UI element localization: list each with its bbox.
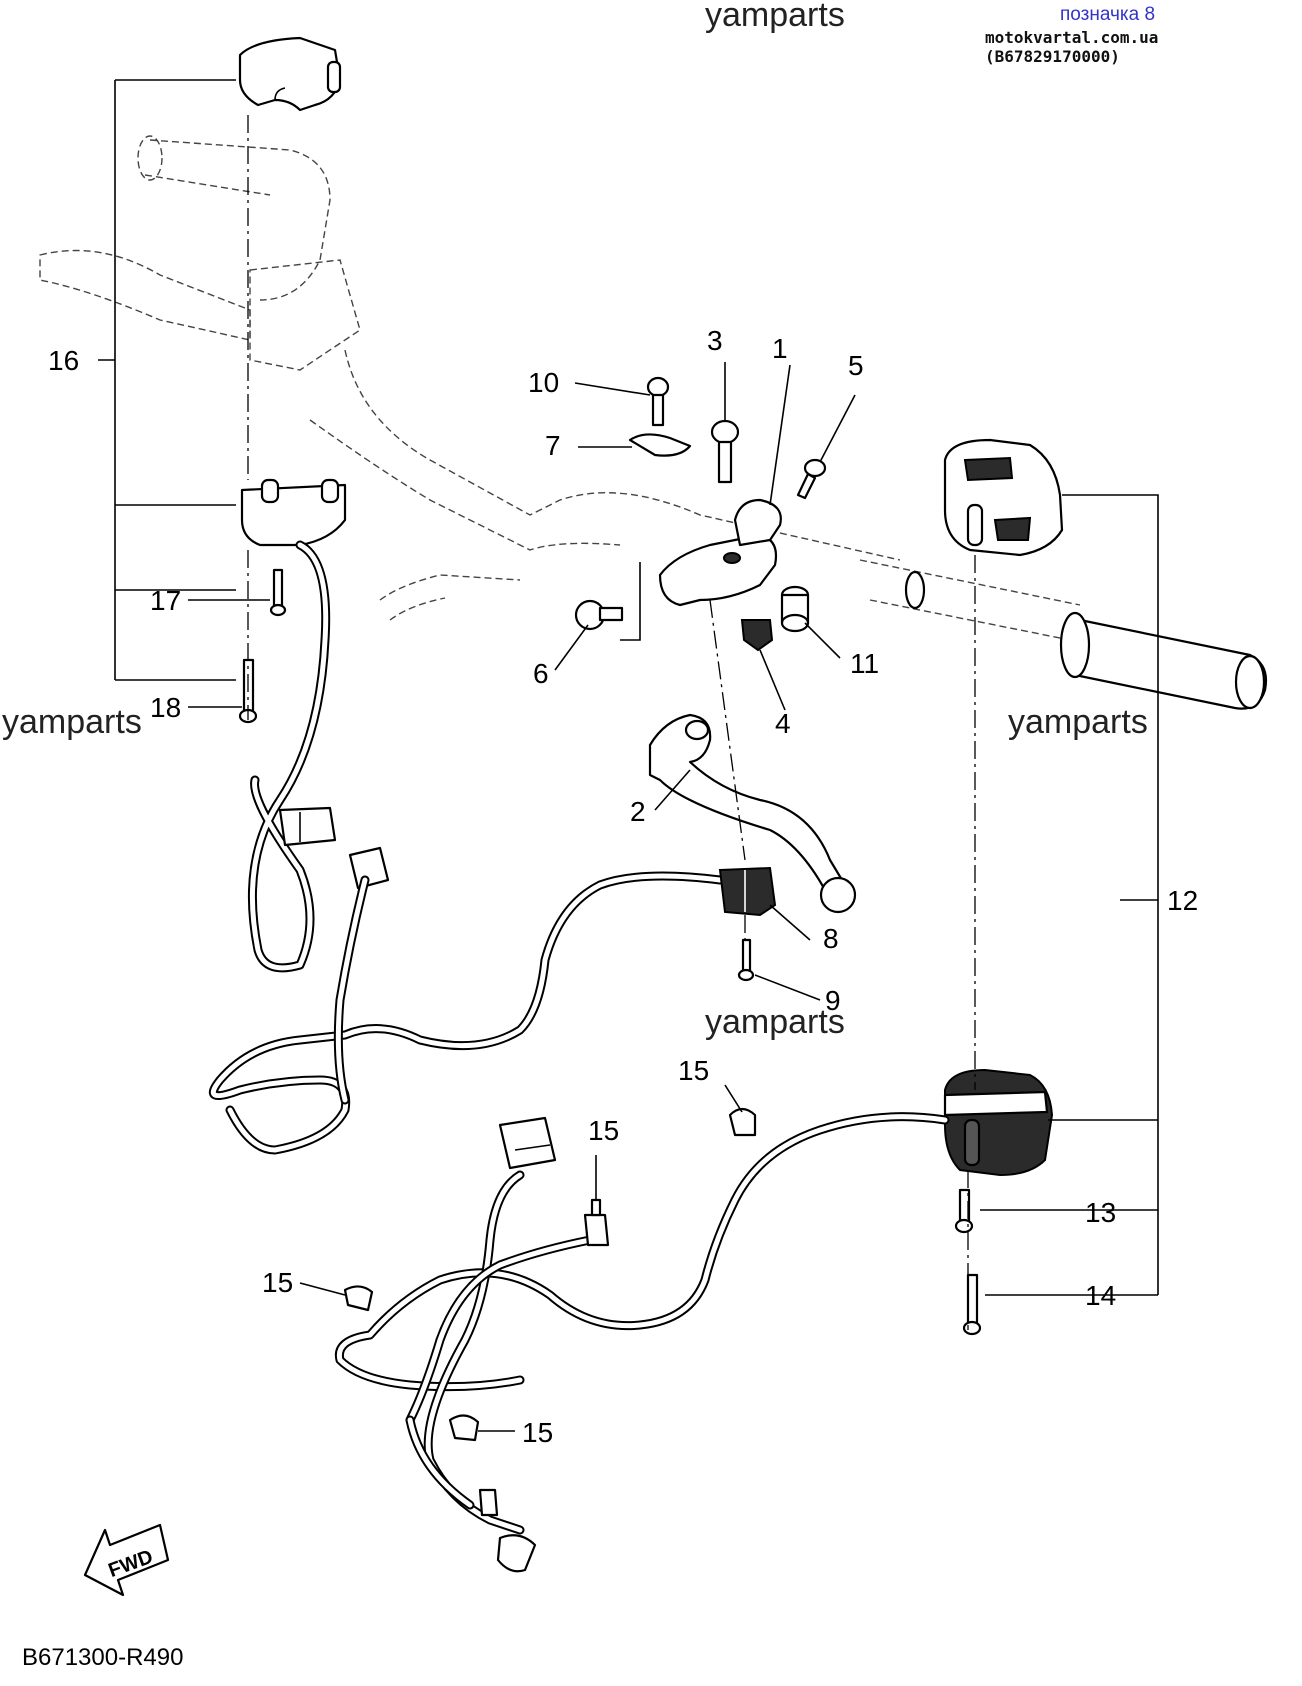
- clamp-15-lower: [448, 1414, 480, 1442]
- callout-14: 14: [1085, 1280, 1116, 1311]
- bracket-16: [98, 79, 236, 681]
- switch-8: [718, 866, 777, 917]
- clamp-15-left: [343, 1285, 374, 1312]
- right-harness: [334, 1112, 950, 1535]
- clip-15-upper: [583, 1198, 610, 1247]
- watermark-right: yamparts: [1008, 703, 1148, 741]
- switch-upper-12: [943, 438, 1064, 557]
- screw-13: [954, 1188, 974, 1234]
- clutch-lever-2: [648, 713, 857, 914]
- callout-15-bottom: 15: [522, 1417, 553, 1448]
- watermark-left: yamparts: [2, 703, 142, 741]
- watermarks: yamparts yamparts yamparts yamparts: [2, 0, 1148, 1041]
- lever-holder-bottom: [240, 478, 347, 547]
- assembly-axis-right: [967, 555, 976, 1330]
- callout-5: 5: [848, 350, 864, 381]
- bracket-12: [980, 494, 1159, 1296]
- callout-17: 17: [150, 585, 181, 616]
- connector-upper-left: [278, 806, 337, 847]
- clip-15-bottom: [478, 1488, 499, 1517]
- left-harness: [247, 540, 331, 973]
- screw-5: [796, 458, 827, 500]
- bolt-10: [646, 376, 670, 427]
- callout-18: 18: [150, 692, 181, 723]
- callout-1: 1: [772, 333, 788, 364]
- callout-15-left: 15: [262, 1267, 293, 1298]
- spring-7: [628, 433, 692, 457]
- switch-lower-12: [943, 1068, 1054, 1177]
- callout-12: 12: [1167, 885, 1198, 916]
- callout-4: 4: [775, 708, 791, 739]
- marker-tag: позначка 8: [1060, 4, 1156, 25]
- right-grip: [904, 570, 1268, 710]
- watermark-center: yamparts: [705, 1003, 845, 1041]
- adjuster-leader: [620, 562, 641, 641]
- leader-lines: [188, 362, 856, 1432]
- callout-2: 2: [630, 796, 646, 827]
- callout-16: 16: [48, 345, 79, 376]
- fwd-arrow: FWD: [83, 1523, 170, 1597]
- adjuster-6: [574, 599, 624, 631]
- connector-mid-left: [348, 846, 390, 890]
- lever-holder-top: [238, 36, 342, 112]
- collar-11: [780, 585, 810, 633]
- handlebar-ghost: [39, 135, 1081, 641]
- watermark-top: yamparts: [705, 0, 845, 34]
- callout-15-top-right: 15: [678, 1055, 709, 1086]
- nut-4: [740, 619, 774, 652]
- callout-15-center: 15: [588, 1115, 619, 1146]
- site-reference: motokvartal.com.ua (B67829170000): [985, 28, 1159, 66]
- clamp-15-upper-right: [728, 1107, 757, 1137]
- callout-10: 10: [528, 367, 559, 398]
- assembly-axis-center: [709, 599, 746, 940]
- callout-3: 3: [707, 325, 723, 356]
- connector-harness-bottom: [496, 1534, 537, 1573]
- callout-11: 11: [850, 648, 879, 679]
- screw-17: [269, 568, 287, 617]
- connector-harness-top: [498, 1116, 557, 1170]
- screw-9: [737, 938, 755, 982]
- bolt-3: [710, 419, 740, 484]
- callout-6: 6: [533, 658, 549, 689]
- bolt-14: [962, 1273, 982, 1336]
- callout-7: 7: [545, 430, 561, 461]
- lever-bracket-1: [658, 498, 782, 607]
- callout-13: 13: [1085, 1197, 1116, 1228]
- callout-labels: 1 2 3 4 5 6 7 8 9 10 11 12 13 14 15 15 1…: [48, 325, 1198, 1448]
- callout-8: 8: [823, 923, 839, 954]
- main-harness-upper: [208, 871, 725, 1155]
- callout-9: 9: [825, 985, 841, 1016]
- diagram-code: B671300-R490: [22, 1644, 183, 1671]
